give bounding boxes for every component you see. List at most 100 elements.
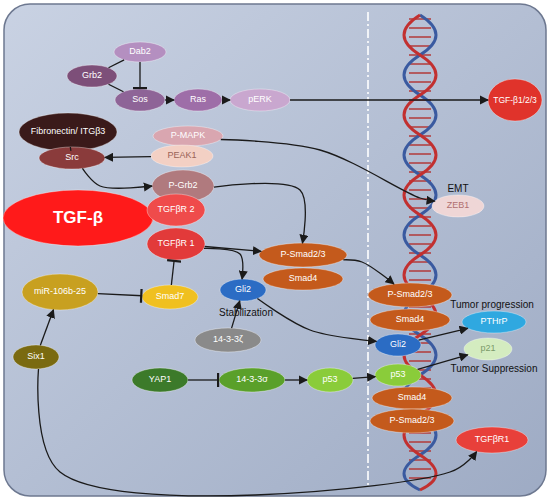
activation-connector (257, 299, 376, 342)
ellipse-fill (375, 364, 421, 386)
protein-node: TGFβR 2 (147, 194, 205, 226)
protein-node: p53 (375, 364, 421, 386)
activation-connector (82, 168, 152, 188)
protein-node: Smad4 (372, 387, 452, 409)
protein-node: 14-3-3σ (219, 368, 285, 392)
activation-connector (290, 99, 488, 100)
cell-panel (4, 4, 546, 496)
ellipse-fill (153, 126, 223, 146)
inhibition-connector (171, 260, 174, 285)
protein-node: P-Smad2/3 (370, 409, 454, 433)
node-label: PTHrP (478, 317, 511, 326)
ellipse-fill (13, 345, 59, 369)
node-label: Grb2 (79, 71, 105, 80)
ellipse-fill (39, 147, 105, 169)
activation-connector (109, 60, 125, 68)
node-label: TGFβR 2 (154, 205, 197, 214)
protein-node: Gli2 (375, 334, 421, 356)
protein-node: YAP1 (132, 368, 188, 392)
activation-connector (232, 301, 240, 328)
protein-node: Smad4 (263, 268, 343, 290)
protein-node: Ras (174, 89, 222, 111)
node-label: Sos (129, 95, 151, 104)
protein-node: 14-3-3ζ (195, 328, 261, 352)
node-label: TGF-β1/2/3 (490, 96, 540, 105)
ellipse-fill (259, 243, 347, 267)
annotation-label: Tumor Suppression (451, 363, 538, 374)
protein-node: Grb2 (67, 65, 117, 87)
ellipse-fill (151, 145, 213, 167)
protein-node: p53 (307, 368, 353, 392)
node-label: Fibronectin/ ITGβ3 (28, 127, 109, 136)
ellipse-fill (464, 338, 512, 360)
node-label: TGF-β (50, 209, 106, 227)
node-label: PEAK1 (164, 151, 199, 160)
node-label: Ras (187, 95, 209, 104)
ellipse-fill (22, 274, 98, 310)
activation-connector (418, 355, 468, 369)
annotation-label: EMT (447, 183, 468, 194)
activation-connector (105, 156, 151, 158)
inhibition-connector (139, 62, 140, 89)
ellipse-fill (462, 311, 526, 333)
node-label: miR-106b-25 (31, 287, 89, 296)
ellipse-fill (147, 194, 205, 226)
activation-connector (109, 84, 124, 91)
node-label: Smad4 (286, 274, 321, 283)
protein-node: Src (39, 147, 105, 169)
node-label: P-Smad2/3 (277, 250, 328, 259)
protein-node: P-Smad2/3 (259, 243, 347, 267)
protein-node: ZEB1 (432, 195, 484, 217)
ellipse-fill (195, 328, 261, 352)
node-label: Gli2 (232, 285, 254, 294)
node-label: Dab2 (126, 47, 154, 56)
protein-node: p21 (464, 338, 512, 360)
activation-connector (353, 377, 375, 379)
activation-connector (221, 139, 435, 201)
node-label: pERK (245, 95, 275, 104)
ellipse-fill (370, 309, 450, 331)
ellipse-fill (220, 279, 266, 301)
node-label: p53 (387, 370, 408, 379)
node-label: P-MAPK (168, 131, 209, 140)
ellipse-fill (456, 427, 528, 453)
activation-connector (419, 328, 468, 340)
protein-node: miR-106b-25 (22, 274, 98, 310)
node-label: Smad4 (393, 315, 428, 324)
protein-node: TGF-β1/2/3 (488, 79, 542, 121)
ellipse-fill (174, 89, 222, 111)
protein-node: TGFβR1 (456, 427, 528, 453)
protein-node: P-Smad2/3 (368, 283, 452, 307)
ellipse-fill (147, 228, 205, 260)
ellipse-fill (263, 268, 343, 290)
node-label: YAP1 (146, 375, 174, 384)
protein-node: Sos (115, 89, 165, 111)
activation-connector (38, 369, 477, 496)
ellipse-fill (230, 89, 290, 111)
activation-connector (70, 147, 72, 151)
ellipse-fill (3, 190, 153, 246)
activation-connector (204, 248, 243, 279)
ellipse-fill (67, 65, 117, 87)
ellipse-fill (307, 368, 353, 392)
ellipse-fill (375, 334, 421, 356)
node-label: P-Smad2/3 (386, 416, 437, 425)
node-label: TGFβR1 (472, 435, 513, 444)
protein-node: Smad4 (370, 309, 450, 331)
ellipse-fill (368, 283, 452, 307)
activation-connector (205, 246, 261, 251)
protein-node: pERK (230, 89, 290, 111)
annotation-label: Tumor progression (450, 299, 534, 310)
inhibition-connector (98, 294, 142, 296)
ellipse-fill (432, 195, 484, 217)
protein-node: PTHrP (462, 311, 526, 333)
node-label: Six1 (24, 352, 48, 361)
node-label: p21 (477, 344, 498, 353)
activation-connector (343, 260, 394, 284)
node-label: Smad7 (153, 292, 188, 301)
ellipse-fill (132, 368, 188, 392)
ellipse-fill (219, 368, 285, 392)
ellipse-fill (488, 79, 542, 121)
ellipse-fill (19, 113, 117, 151)
